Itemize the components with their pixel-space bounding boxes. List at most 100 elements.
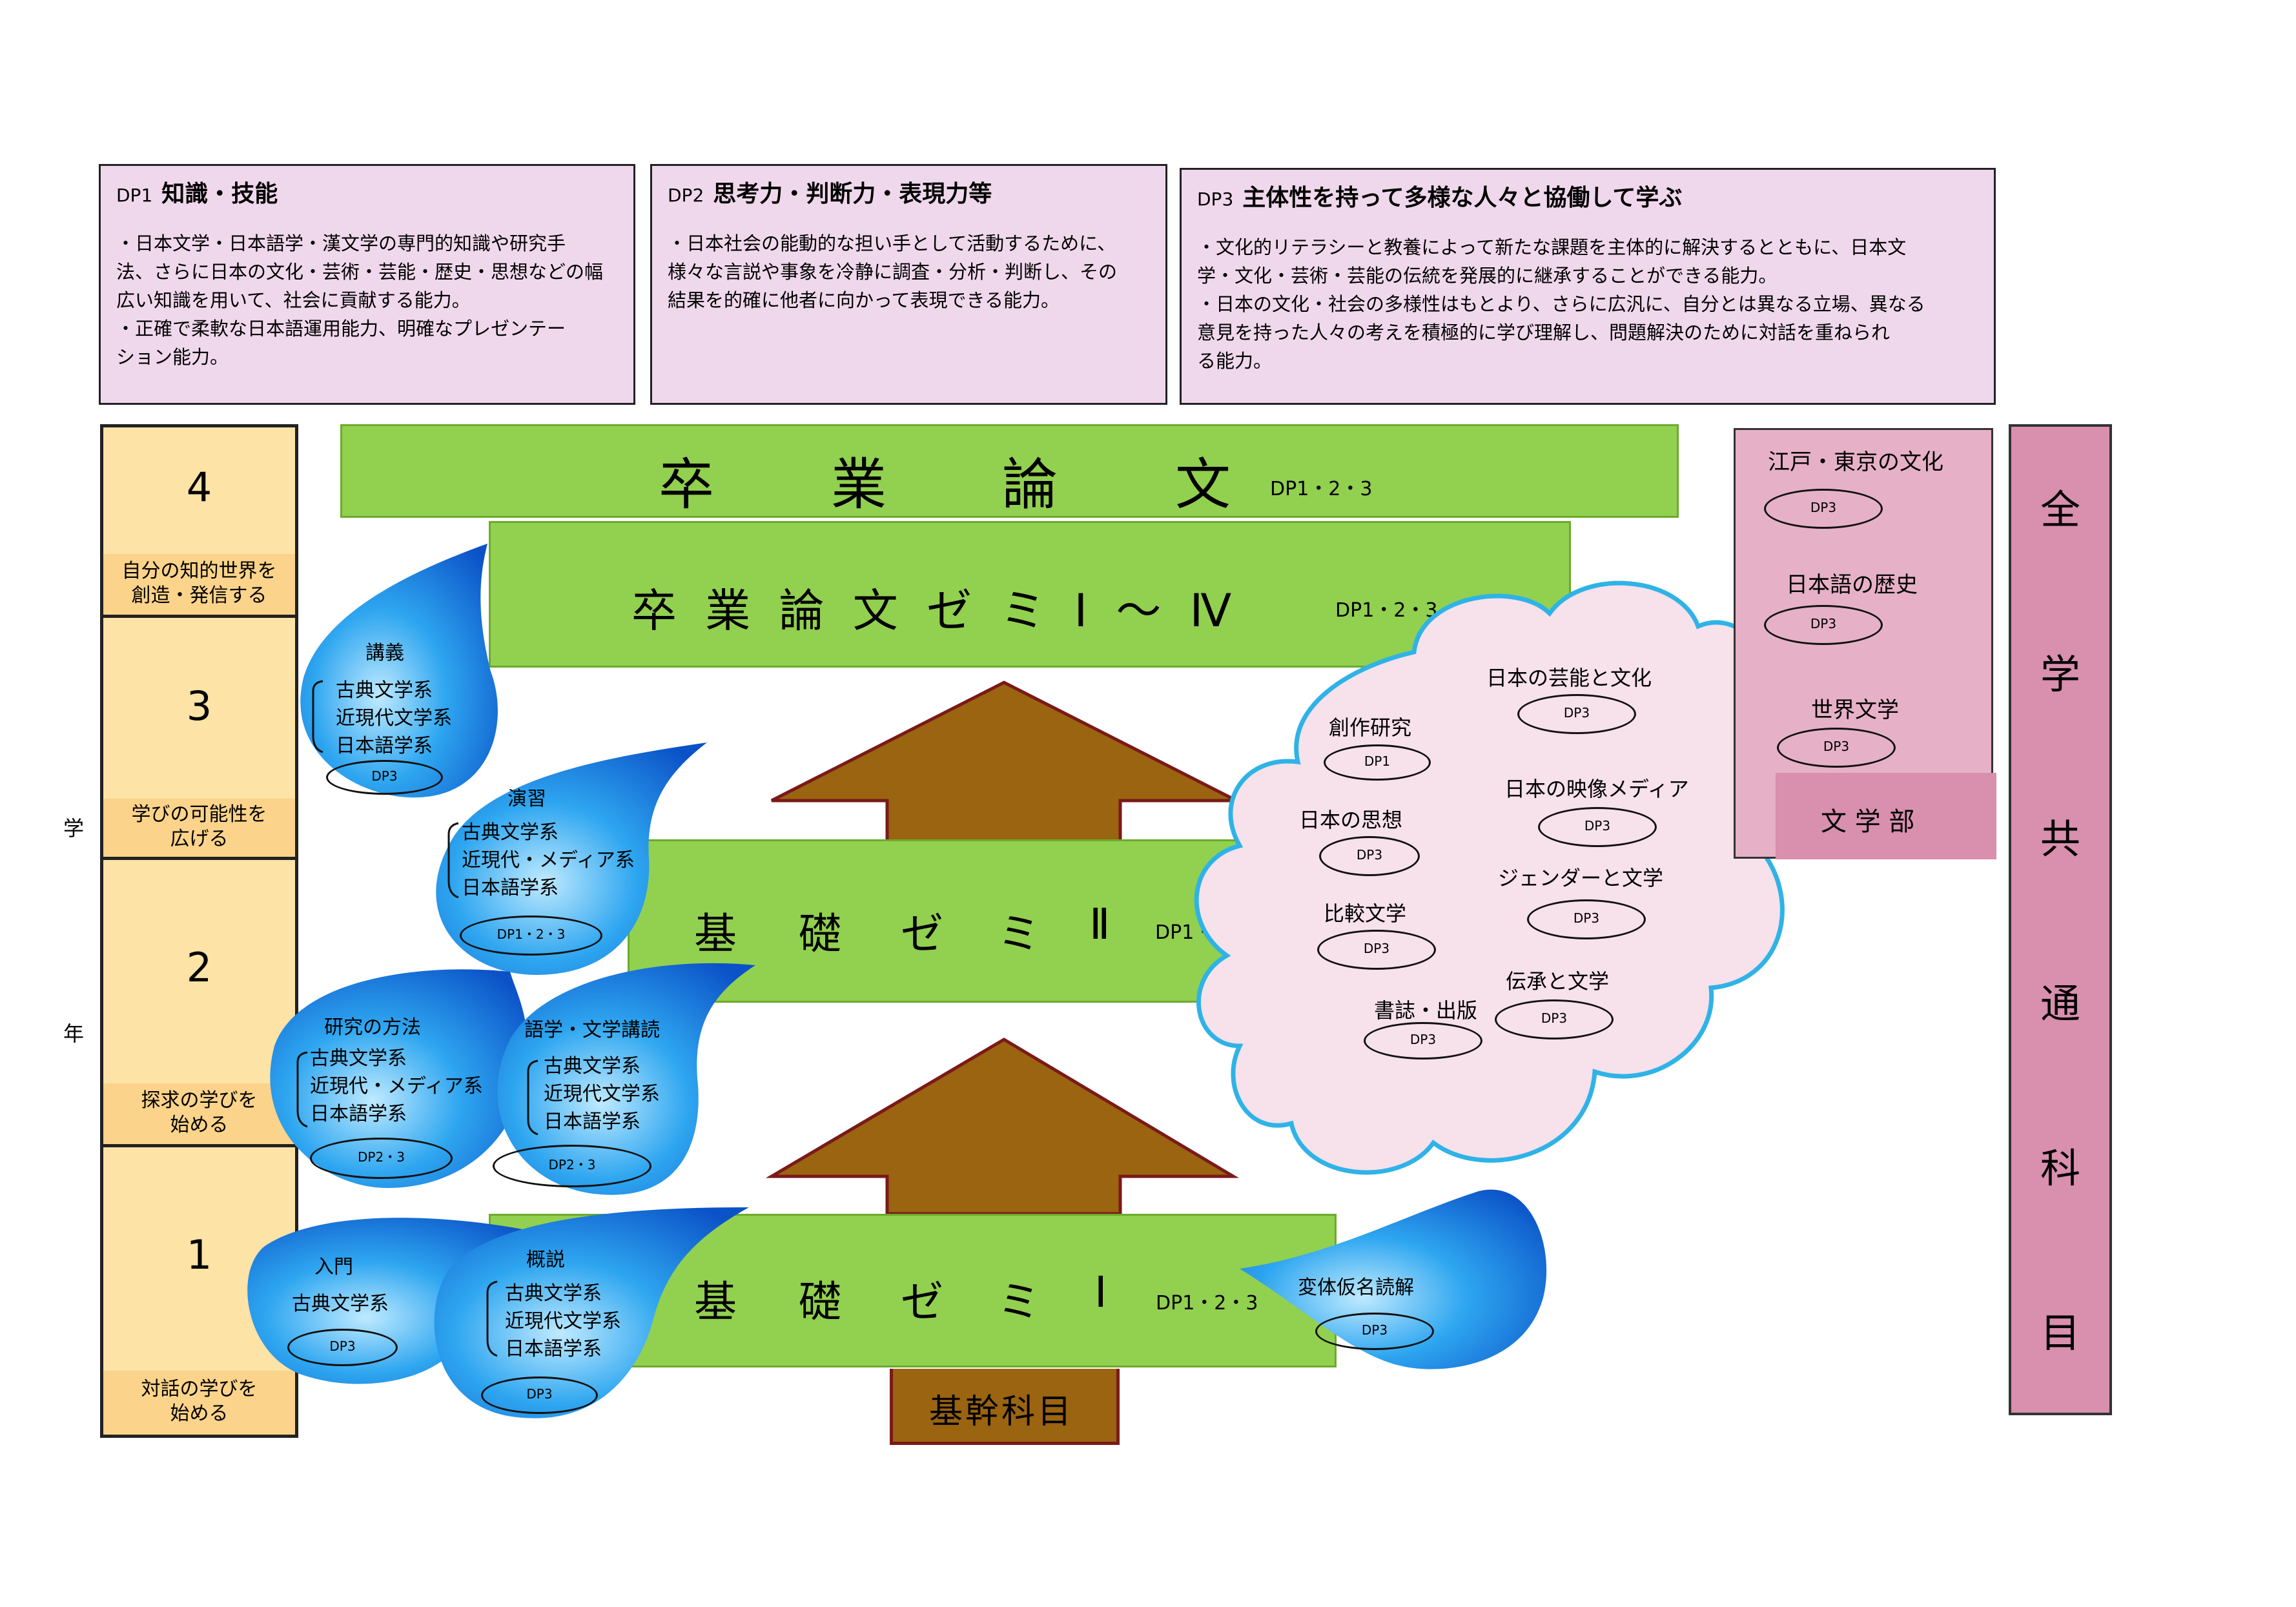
cloud-item-6-dp: DP3	[1317, 930, 1436, 970]
lower-arrow	[765, 1038, 1240, 1216]
faculty-item-2-dp: DP3	[1764, 605, 1883, 645]
zengaku-char-4: 通	[2040, 980, 2080, 1027]
gaisetsu-item-3: 日本語学系	[505, 1338, 602, 1360]
gogaku-item-2: 近現代文学系	[544, 1083, 660, 1105]
enshu-item-1: 古典文学系	[462, 821, 559, 844]
year-3: 3 学びの可能性を 広げる	[100, 618, 298, 857]
gaisetsu-item-2: 近現代文学系	[505, 1310, 621, 1333]
faculty-item-1-dp: DP3	[1764, 489, 1883, 529]
cloud-item-7-dp: DP3	[1495, 999, 1614, 1039]
cloud-item-3-dp: DP3	[1538, 807, 1657, 847]
hentai-title: 変体仮名読解	[1298, 1276, 1414, 1299]
gaisetsu-dp: DP3	[481, 1377, 598, 1414]
dp2-box: DP2 思考力・判断力・表現力等 ・日本社会の能動的な担い手として活動するために、…	[650, 164, 1167, 405]
nyumon-title: 入門	[314, 1256, 353, 1278]
enshu-item-3: 日本語学系	[462, 877, 559, 899]
enshu-title: 演習	[507, 788, 546, 810]
cloud-item-3-title: 日本の映像メディア	[1504, 777, 1689, 801]
year-3-number: 3	[186, 682, 212, 730]
dp3-title: 主体性を持って多様な人々と協働して学ぶ	[1242, 185, 1683, 211]
cloud-item-5-dp: DP3	[1527, 899, 1646, 939]
dp2-body: ・日本社会の能動的な担い手として活動するために、 様々な言説や事象を冷静に調査・…	[668, 232, 1118, 311]
kiso2-char-1: 基	[694, 909, 737, 959]
year-2-caption: 探求の学びを 始める	[103, 1083, 295, 1144]
zengaku-char-1: 全	[2040, 486, 2080, 533]
kiso1-char-4: ミ	[998, 1277, 1040, 1327]
drop-gaisetsu	[434, 1207, 749, 1418]
seminar-bar: 卒 業 論 文 ゼ ミ Ⅰ 〜 Ⅳ DP1・2・3	[489, 521, 1571, 668]
zengaku-char-2: 学	[2040, 651, 2080, 698]
year-2: 2 探求の学びを 始める	[100, 860, 298, 1144]
year-4-caption: 自分の知的世界を 創造・発信する	[103, 554, 295, 615]
thesis-char-1: 卒	[659, 453, 714, 517]
thesis-char-2: 業	[831, 453, 887, 517]
dp3-box: DP3 主体性を持って多様な人々と協働して学ぶ ・文化的リテラシーと教養によって新…	[1180, 168, 1996, 405]
cloud-item-6-title: 比較文学	[1324, 901, 1407, 926]
drop-kogi	[300, 544, 498, 798]
kiso1-char-2: 礎	[799, 1277, 841, 1327]
cloud-shape	[1194, 580, 1791, 1175]
gogaku-item-3: 日本語学系	[544, 1111, 641, 1133]
nen-label: 年	[63, 1021, 85, 1046]
thesis-char-4: 文	[1175, 453, 1231, 517]
gaisetsu-title: 概説	[526, 1249, 565, 1271]
faculty-label: 文 学 部	[1821, 807, 1915, 837]
seminar-dp: DP1・2・3	[1335, 599, 1438, 622]
kiso2-char-2: 礎	[799, 909, 841, 959]
kiso1-char-3: ゼ	[901, 1277, 943, 1327]
kenkyu-item-3: 日本語学系	[310, 1103, 407, 1125]
kikan-box: 基幹科目	[890, 1369, 1120, 1445]
year-3-caption: 学びの可能性を 広げる	[103, 799, 295, 857]
faculty-item-3-title: 世界文学	[1811, 697, 1899, 723]
cloud-item-8-title: 書誌・出版	[1374, 998, 1478, 1023]
dp3-body: ・文化的リテラシーと教養によって新たな課題を主体的に解決するとともに、日本文 学…	[1197, 236, 1925, 372]
enshu-item-2: 近現代・メディア系	[462, 849, 635, 872]
kiso1-dp: DP1・2・3	[1156, 1292, 1258, 1315]
kogi-item-1: 古典文学系	[336, 679, 433, 702]
dp2-title: 思考力・判断力・表現力等	[713, 181, 992, 207]
cloud-item-2-title: 創作研究	[1329, 715, 1412, 740]
thesis-dp: DP1・2・3	[1270, 478, 1373, 500]
cloud-item-5-title: ジェンダーと文学	[1498, 866, 1664, 890]
year-4: 4 自分の知的世界を 創造・発信する	[100, 427, 298, 615]
gaku-label: 学	[63, 816, 85, 841]
zengaku-box: 全 学 共 通 科 目	[2009, 424, 2112, 1415]
enshu-dp: DP1・2・3	[460, 916, 602, 956]
cloud-item-2-dp: DP1	[1324, 744, 1431, 781]
cloud-item-1-title: 日本の芸能と文化	[1486, 666, 1652, 690]
kenkyu-item-2: 近現代・メディア系	[310, 1075, 483, 1098]
year-column	[100, 424, 298, 1438]
year-1-caption: 対話の学びを 始める	[103, 1371, 295, 1435]
cloud-item-4-dp: DP3	[1319, 836, 1420, 876]
zengaku-char-5: 科	[2040, 1145, 2080, 1192]
thesis-char-3: 論	[1002, 453, 1058, 517]
seminar-title: 卒 業 論 文 ゼ ミ Ⅰ 〜 Ⅳ	[631, 584, 1232, 637]
thesis-bar: 卒 業 論 文 DP1・2・3	[340, 424, 1679, 518]
nyumon-dp: DP3	[287, 1329, 398, 1366]
nyumon-item-1: 古典文学系	[292, 1293, 389, 1315]
kenkyu-dp: DP2・3	[310, 1138, 453, 1179]
dp2-number: DP2	[668, 185, 704, 206]
dp1-title: 知識・技能	[161, 181, 278, 207]
faculty-item-2-title: 日本語の歴史	[1786, 572, 1918, 598]
dp3-number: DP3	[1197, 189, 1234, 210]
kenkyu-title: 研究の方法	[324, 1016, 421, 1039]
cloud-item-1-dp: DP3	[1517, 694, 1636, 734]
gogaku-dp: DP2・3	[493, 1145, 651, 1187]
gaisetsu-item-1: 古典文学系	[505, 1282, 602, 1305]
kogi-item-2: 近現代文学系	[336, 707, 452, 730]
year-4-number: 4	[186, 464, 212, 511]
zengaku-char-6: 目	[2040, 1309, 2080, 1356]
faculty-label-box	[1776, 773, 1996, 859]
year-1-number: 1	[186, 1231, 212, 1278]
gogaku-item-1: 古典文学系	[544, 1055, 641, 1078]
faculty-item-1-title: 江戸・東京の文化	[1768, 449, 1943, 475]
kikan-label: 基幹科目	[929, 1393, 1074, 1431]
kiso2-char-3: ゼ	[901, 909, 943, 959]
kenkyu-item-1: 古典文学系	[310, 1047, 407, 1070]
kiso1-char-5: Ⅰ	[1094, 1267, 1107, 1317]
kogi-item-3: 日本語学系	[336, 735, 433, 757]
cloud-item-4-title: 日本の思想	[1299, 808, 1403, 832]
